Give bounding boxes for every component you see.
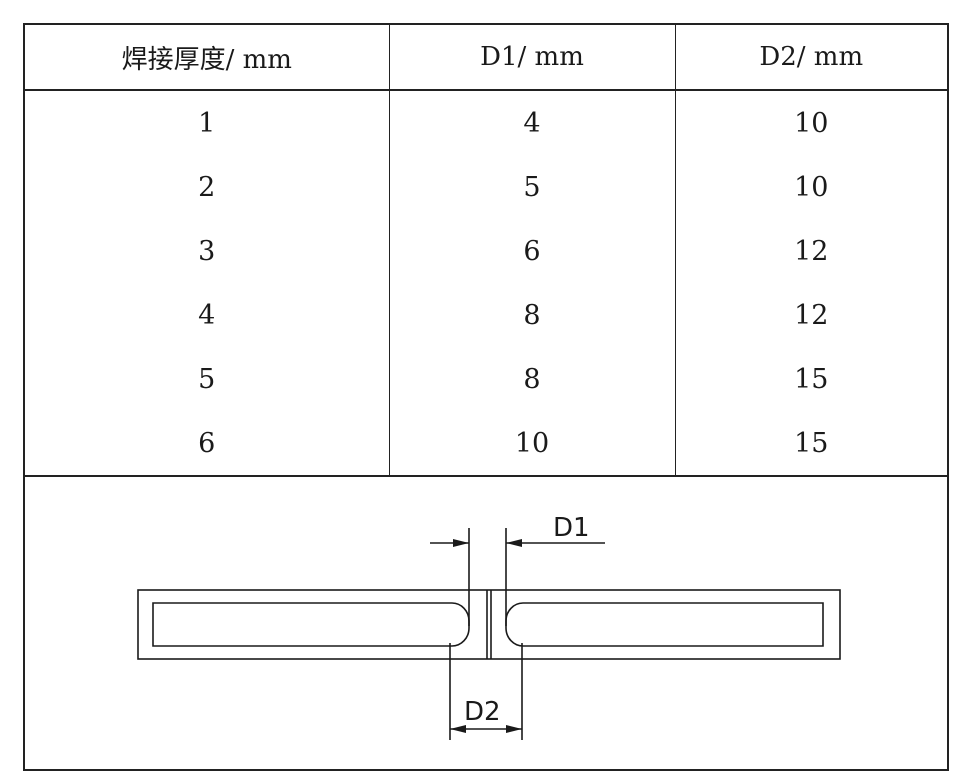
cell-d2: 15: [674, 411, 947, 477]
cell-d1: 8: [388, 283, 675, 347]
cell-thickness: 5: [198, 363, 216, 395]
d1-arrow-left: [453, 539, 469, 547]
header-weld-thickness: 焊接厚度/ mm: [25, 25, 389, 91]
cell-d1: 6: [388, 219, 675, 283]
cell-d2: 15: [674, 347, 947, 411]
d2-arrow-left: [450, 725, 466, 733]
cell-thickness: 4: [198, 299, 216, 331]
weld-dimension-table: 焊接厚度/ mm D1/ mm D2/ mm 1 4 10 2 5 10 3 6…: [25, 25, 947, 477]
table-row: 3 6 12: [25, 219, 947, 283]
cell-thickness: 2: [198, 171, 216, 203]
table-row: 2 5 10: [25, 155, 947, 219]
d1-arrow-right: [506, 539, 522, 547]
cell-d1: 4: [388, 90, 675, 155]
header-d1: D1/ mm: [388, 25, 675, 91]
weld-joint-drawing: D1 D2: [137, 513, 841, 740]
header-d2: D2/ mm: [674, 25, 947, 91]
table-header-row: 焊接厚度/ mm D1/ mm D2/ mm: [25, 25, 947, 91]
cell-thickness: 1: [198, 107, 216, 139]
left-inner-cutout: [152, 602, 470, 647]
outer-plate-outline: [137, 589, 841, 660]
d2-label: D2: [464, 697, 501, 727]
cell-d2: 12: [674, 219, 947, 283]
cell-d1: 5: [388, 155, 675, 219]
table-row: 6 10 15: [25, 411, 947, 477]
cell-d1: 10: [388, 411, 675, 477]
weld-spec-sheet: 焊接厚度/ mm D1/ mm D2/ mm 1 4 10 2 5 10 3 6…: [23, 23, 949, 771]
table-row: 4 8 12: [25, 283, 947, 347]
table-row: 1 4 10: [25, 90, 947, 155]
cell-d2: 10: [674, 155, 947, 219]
cell-d2: 10: [674, 90, 947, 155]
right-inner-cutout: [505, 602, 824, 647]
d2-arrow-right: [506, 725, 522, 733]
cell-d2: 12: [674, 283, 947, 347]
table-row: 5 8 15: [25, 347, 947, 411]
weld-joint-diagram: D1 D2: [25, 478, 947, 771]
cell-thickness: 6: [25, 411, 389, 477]
d1-label: D1: [553, 513, 590, 543]
cell-d1: 8: [388, 347, 675, 411]
cell-thickness: 3: [198, 235, 216, 267]
